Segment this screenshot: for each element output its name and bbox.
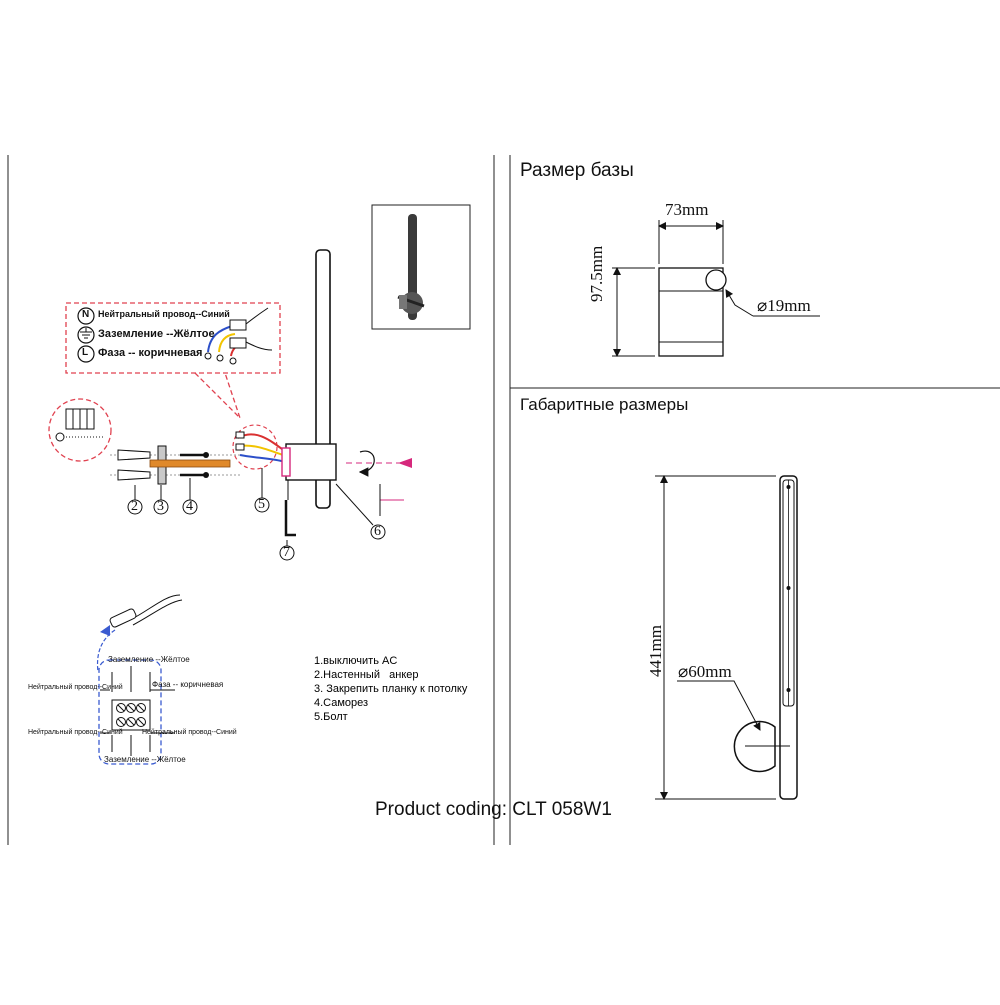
callout-7: 7 bbox=[283, 545, 290, 560]
terminal-block-diagram bbox=[96, 594, 183, 765]
overall-dimensions-title: Габаритные размеры bbox=[520, 395, 689, 414]
instruction-step: 2.Настенный анкер bbox=[314, 669, 419, 681]
terminal-ground-top: Заземление --Жёлтое bbox=[108, 655, 190, 664]
product-thumbnail bbox=[371, 204, 471, 330]
neutral-symbol: N bbox=[82, 309, 90, 320]
callout-6: 6 bbox=[374, 524, 381, 539]
sheet-frame bbox=[7, 155, 1000, 845]
instruction-step: 4.Саморез bbox=[314, 697, 369, 709]
terminal-phase: Фаза -- коричневая bbox=[152, 680, 224, 689]
terminal-neutral-right: Нейтральный провод--Синий bbox=[142, 729, 237, 736]
instruction-step: 3. Закрепить планку к потолку bbox=[314, 683, 468, 695]
legend-phase: Фаза -- коричневая bbox=[98, 347, 203, 359]
overall-dimension-drawing bbox=[655, 475, 798, 800]
phase-symbol: L bbox=[82, 347, 89, 358]
instructions-list: 1.выключить AC 2.Настенный анкер 3. Закр… bbox=[314, 654, 467, 724]
instruction-step: 5.Болт bbox=[314, 711, 348, 723]
terminal-detail-callout bbox=[48, 398, 112, 462]
base-hole-label: ⌀19mm bbox=[757, 296, 811, 315]
callout-4: 4 bbox=[186, 499, 193, 514]
terminal-neutral-left-bottom: Нейтральный провод--Синий bbox=[28, 729, 123, 736]
base-dimension-drawing bbox=[612, 220, 820, 357]
mounting-hardware bbox=[110, 445, 240, 485]
callout-leaders bbox=[127, 468, 386, 561]
callout-3: 3 bbox=[157, 499, 164, 514]
terminal-neutral-left-top: Нейтральный провод--Синий bbox=[28, 684, 123, 691]
overall-height-label: 441mm bbox=[646, 625, 665, 677]
base-height-label: 97.5mm bbox=[587, 245, 606, 302]
legend-ground: Заземление --Жёлтое bbox=[98, 328, 215, 340]
wires bbox=[232, 424, 287, 470]
base-size-title: Размер базы bbox=[520, 160, 634, 181]
legend-neutral: Нейтральный провод--Синий bbox=[98, 309, 230, 319]
lamp-side-view bbox=[281, 249, 412, 537]
callout-2: 2 bbox=[131, 499, 138, 514]
base-width-label: 73mm bbox=[665, 200, 709, 219]
overall-diameter-label: ⌀60mm bbox=[678, 662, 732, 681]
instruction-step: 1.выключить AC bbox=[314, 655, 398, 667]
callout-5: 5 bbox=[258, 497, 265, 512]
terminal-ground-bottom: Заземление --Жёлтое bbox=[104, 755, 186, 764]
wiring-legend-callout bbox=[65, 302, 281, 419]
product-coding: Product coding: CLT 058W1 bbox=[375, 799, 612, 820]
